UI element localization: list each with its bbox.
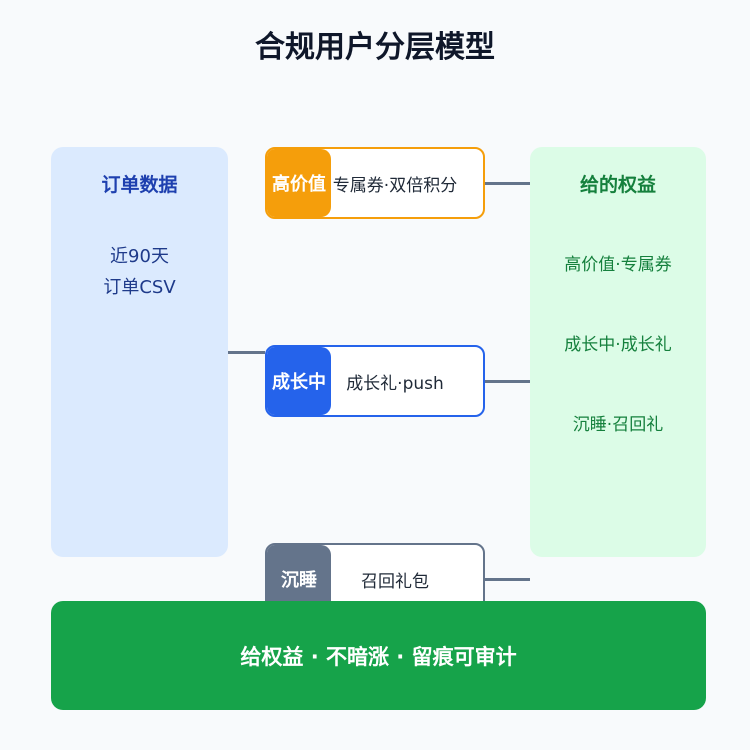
connector-line (228, 351, 265, 354)
order-data-line: 近90天 (110, 246, 169, 267)
tier-desc: 专属券·双倍积分 (332, 175, 458, 196)
order-data-lines: 近90天 订单CSV (51, 241, 228, 303)
benefits-title: 给的权益 (579, 174, 656, 196)
tier-card-high-value: 高价值 专属券·双倍积分 (265, 147, 485, 219)
tier-desc: 召回礼包 (361, 571, 429, 592)
order-data-panel: 订单数据 近90天 订单CSV (51, 147, 228, 557)
tier-label: 高价值 (267, 149, 331, 217)
order-data-line: 订单CSV (103, 277, 176, 298)
benefits-panel: 给的权益 高价值·专属券 成长中·成长礼 沉睡·召回礼 (530, 147, 706, 557)
tier-card-growing: 成长中 成长礼·push (265, 345, 485, 417)
tier-label: 成长中 (267, 347, 331, 415)
connector-line (485, 578, 530, 581)
connector-line (485, 182, 530, 185)
benefit-item: 成长中·成长礼 (564, 335, 672, 355)
diagram-title: 合规用户分层模型 (255, 30, 495, 65)
benefit-item: 沉睡·召回礼 (572, 415, 664, 435)
tier-desc: 成长礼·push (346, 373, 444, 394)
principle-banner: 给权益 · 不暗涨 · 留痕可审计 (51, 601, 706, 710)
order-data-title: 订单数据 (101, 174, 178, 196)
benefit-item: 高价值·专属券 (564, 255, 672, 275)
banner-text: 给权益 · 不暗涨 · 留痕可审计 (240, 644, 517, 669)
benefits-list: 高价值·专属券 成长中·成长礼 沉睡·召回礼 (530, 250, 706, 490)
connector-line (485, 380, 530, 383)
